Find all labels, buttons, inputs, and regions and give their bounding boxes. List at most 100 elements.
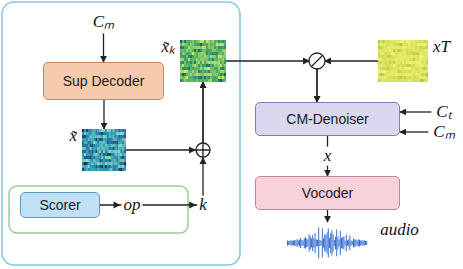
spectrogram-cell	[200, 67, 202, 70]
spectrogram-cell	[222, 58, 224, 61]
spectrogram-cell	[105, 156, 107, 159]
spectrogram-cell	[204, 67, 206, 70]
spectrogram-cell	[190, 58, 192, 61]
spectrogram-cell	[86, 144, 88, 147]
spectrogram-cell	[190, 40, 192, 43]
spectrogram-cell	[415, 67, 417, 70]
spectrogram-cell	[95, 129, 97, 132]
spectrogram-cell	[92, 129, 94, 132]
spectrogram-cell	[92, 132, 94, 135]
spectrogram-cell	[109, 165, 111, 168]
spectrogram-cell	[115, 153, 117, 156]
spectrogram-cell	[82, 129, 84, 132]
spectrogram-cell	[118, 147, 120, 150]
spectrogram-cell	[222, 46, 224, 49]
spectrogram-cell	[111, 156, 113, 159]
spectrogram-cell	[424, 43, 426, 46]
spectrogram-cell	[206, 61, 208, 64]
spectrogram-cell	[398, 43, 400, 46]
spectrogram-cell	[182, 73, 184, 76]
spectrogram-cell	[387, 58, 389, 61]
spectrogram-cell	[424, 73, 426, 76]
spectrogram-cell	[415, 43, 417, 46]
waveform-bar	[289, 241, 290, 245]
spectrogram-cell	[406, 43, 408, 46]
spectrogram-cell	[382, 52, 384, 55]
spectrogram-cell	[99, 147, 101, 150]
spectrogram-cell	[214, 76, 216, 79]
spectrogram-cell	[105, 132, 107, 135]
spectrogram-cell	[421, 49, 423, 52]
spectrogram-cell	[188, 58, 190, 61]
spectrogram-cell	[192, 43, 194, 46]
spectrogram-cell	[411, 40, 413, 43]
spectrogram-cell	[378, 70, 380, 73]
spectrogram-cell	[202, 55, 204, 58]
flow-arrow	[100, 82, 203, 205]
spectrogram-cell	[99, 132, 101, 135]
spectrogram-cell	[105, 153, 107, 156]
spectrogram-cell	[82, 141, 84, 144]
spectrogram-cell	[400, 58, 402, 61]
spectrogram-cell	[115, 129, 117, 132]
spectrogram-cell	[411, 64, 413, 67]
spectrogram-cell	[188, 46, 190, 49]
spectrogram-cell	[97, 156, 99, 159]
waveform-bar	[301, 240, 302, 246]
spectrogram-cell	[413, 40, 415, 43]
spectrogram-cell	[86, 153, 88, 156]
spectrogram-cell	[408, 79, 410, 82]
waveform-bar	[324, 235, 325, 252]
spectrogram-cell	[90, 141, 92, 144]
waveform-bar	[310, 236, 311, 249]
spectrogram-cell	[194, 58, 196, 61]
spectrogram-cell	[200, 49, 202, 52]
divide-circle	[309, 53, 325, 69]
spectrogram-cell	[210, 40, 212, 43]
spectrogram-cell	[393, 70, 395, 73]
spectrogram-cell	[194, 73, 196, 76]
spectrogram-cell	[387, 76, 389, 79]
spectrogram-cell	[202, 79, 204, 82]
spectrogram-cell	[113, 144, 115, 147]
flow-arrow	[226, 61, 317, 102]
spectrogram-cell	[214, 64, 216, 67]
spectrogram-cell	[184, 55, 186, 58]
spectrogram-cell	[82, 144, 84, 147]
spectrogram-cell	[200, 64, 202, 67]
spectrogram-cell	[105, 141, 107, 144]
spectrogram-cell	[109, 144, 111, 147]
spectrogram-cell	[204, 46, 206, 49]
spectrogram-cell	[378, 40, 380, 43]
spectrogram-cell	[413, 64, 415, 67]
spectrogram-cell	[408, 61, 410, 64]
spectrogram-cell	[404, 40, 406, 43]
spectrogram-cell	[124, 129, 126, 132]
spectrogram-cell	[406, 58, 408, 61]
spectrogram-cell	[93, 162, 95, 165]
spectrogram-cell	[421, 46, 423, 49]
spectrogram-cell	[115, 168, 117, 171]
spectrogram-cell	[389, 58, 391, 61]
spectrogram-cell	[103, 132, 105, 135]
spectrogram-cell	[93, 144, 95, 147]
spectrogram-cell	[378, 49, 380, 52]
spectrogram-cell	[391, 76, 393, 79]
waveform-bar	[333, 234, 334, 251]
spectrogram-cell	[82, 132, 84, 135]
spectrogram-cell	[216, 67, 218, 70]
signal-label: x	[322, 147, 334, 166]
spectrogram-cell	[95, 144, 97, 147]
spectrogram-cell	[118, 138, 120, 141]
spectrogram-cell	[385, 73, 387, 76]
spectrogram-cell	[86, 156, 88, 159]
spectrogram-cell	[107, 168, 109, 171]
spectrogram-cell	[389, 67, 391, 70]
spectrogram-cell	[206, 67, 208, 70]
spectrogram-cell	[97, 147, 99, 150]
spectrogram-cell	[186, 52, 188, 55]
spectrogram-cell	[378, 61, 380, 64]
arrow-head	[189, 147, 196, 154]
spectrogram-cell	[93, 168, 95, 171]
spectrogram-cell	[113, 138, 115, 141]
